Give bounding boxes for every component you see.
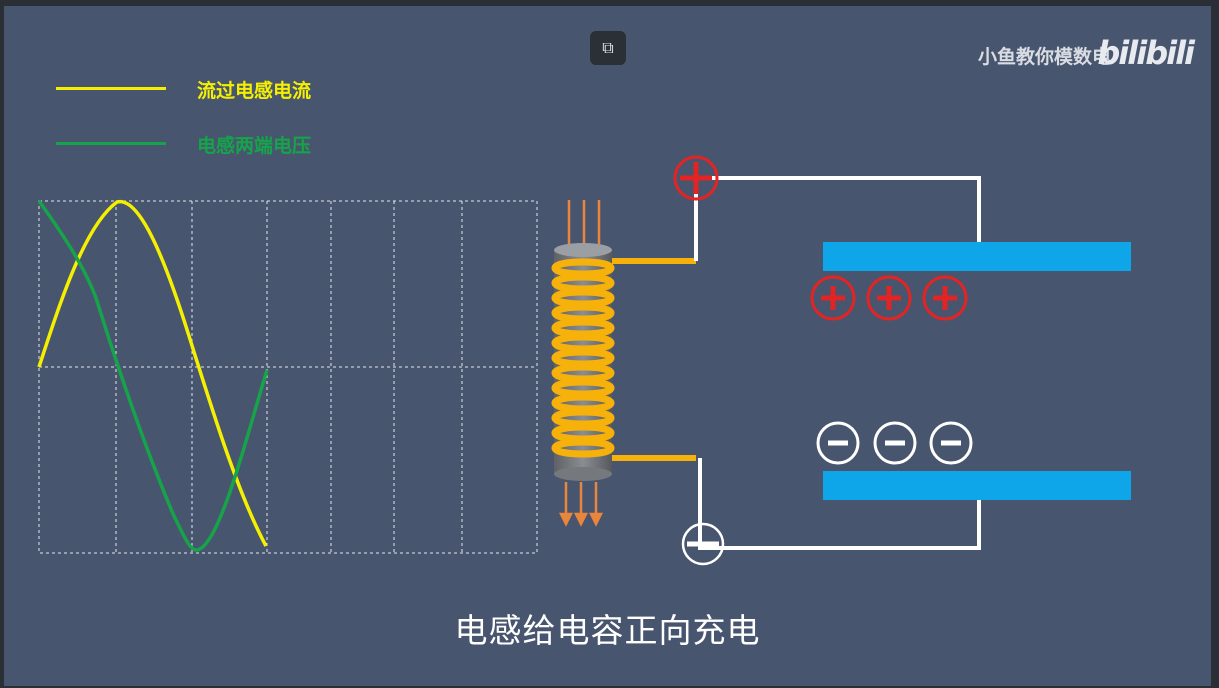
capacitor-bottom-plate (823, 471, 1131, 500)
legend-current-label: 流过电感电流 (197, 80, 312, 102)
legend-current-line (56, 87, 166, 90)
negative-terminal-icon (681, 522, 725, 566)
circuit-wire-top (694, 176, 981, 261)
coil-turn (551, 423, 615, 443)
coil-turn (551, 348, 615, 368)
positive-charge-icons (810, 275, 968, 321)
waveform-grid (38, 200, 538, 554)
flux-arrows-in (567, 200, 601, 244)
inductor-coil (551, 258, 615, 458)
legend-voltage-line (56, 142, 166, 145)
positive-terminal-icon (673, 155, 719, 201)
coil-turn (551, 288, 615, 308)
subtitle-caption: 电感给电容正向充电 (454, 611, 761, 650)
coil-turn (551, 393, 615, 413)
coil-turn (551, 273, 615, 293)
picture-in-picture-icon: ⧉ (602, 38, 614, 57)
voltage-waveform (37, 199, 269, 552)
coil-turn (551, 258, 615, 278)
uploader-watermark: 小鱼教你模数电 (977, 46, 1111, 68)
legend-voltage-label: 电感两端电压 (197, 135, 312, 157)
coil-turn (551, 333, 615, 353)
coil-turn (551, 408, 615, 428)
coil-turn (551, 303, 615, 323)
coil-turn (551, 438, 615, 458)
video-frame: 流过电感电流 电感两端电压 小鱼教你模数电 bilibili ⧉ (4, 6, 1211, 686)
animation-canvas (37, 155, 1131, 566)
flux-arrows-out (558, 482, 604, 527)
capacitor-top-plate (823, 242, 1131, 271)
bilibili-logo: bilibili (1097, 34, 1195, 72)
negative-charge-icons (816, 421, 973, 465)
picture-in-picture-button[interactable]: ⧉ (590, 31, 626, 65)
coil-turn (551, 378, 615, 398)
circuit-wire-bottom (698, 458, 981, 550)
current-waveform (37, 199, 268, 547)
coil-turn (551, 363, 615, 383)
coil-turn (551, 318, 615, 338)
